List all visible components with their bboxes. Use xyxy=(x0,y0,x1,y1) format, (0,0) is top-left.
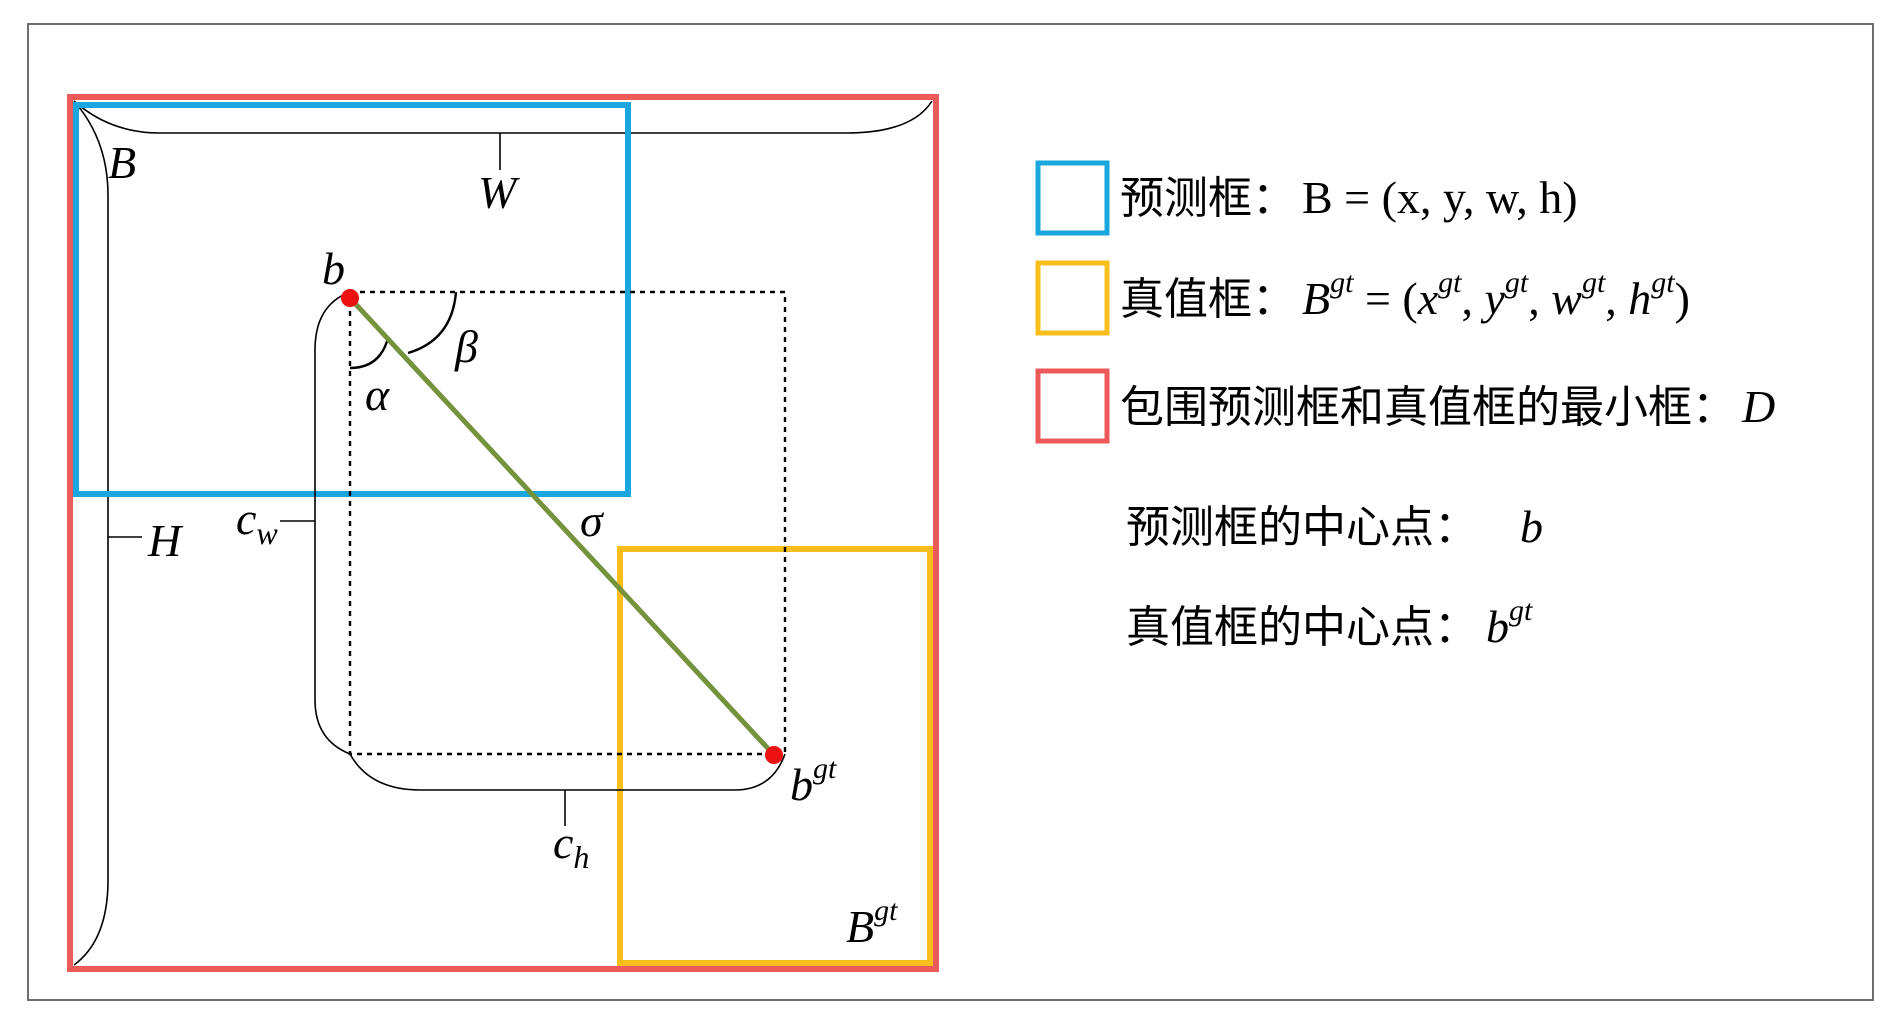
ground-truth-box-bgt xyxy=(617,546,933,966)
legend-predicted-text: 预测框：B = (x, y, w, h) xyxy=(1120,172,1578,224)
height-brace-h xyxy=(73,100,109,966)
cw-brace xyxy=(314,291,351,755)
width-brace-w xyxy=(73,100,933,134)
center-distance-line-sigma xyxy=(348,296,776,757)
ch-brace xyxy=(349,753,786,791)
enclosing-box-d xyxy=(67,94,939,972)
label-ch: ch xyxy=(553,817,589,875)
label-height: H xyxy=(147,515,184,566)
label-bgt-box: Bgt xyxy=(846,894,898,952)
label-cw: cw xyxy=(236,493,278,551)
figure-frame xyxy=(27,23,1874,1001)
legend-swatch-enclosing xyxy=(1035,368,1110,444)
predicted-center-point xyxy=(341,289,359,307)
legend-enclosing-text: 包围预测框和真值框的最小框：D xyxy=(1120,381,1775,433)
center-offset-rect xyxy=(348,290,787,756)
label-width: W xyxy=(478,167,520,218)
legend-predicted-center-text: 预测框的中心点：b xyxy=(1126,501,1543,553)
legend-swatch-predicted xyxy=(1035,160,1110,236)
alpha-arc xyxy=(349,337,390,370)
ground-truth-center-point xyxy=(765,746,783,764)
predicted-box-b xyxy=(73,102,631,497)
legend-ground-truth-center-text: 真值框的中心点：bgt xyxy=(1126,594,1533,653)
label-bgt-center: bgt xyxy=(790,752,837,810)
label-beta: β xyxy=(454,321,478,372)
label-b-box: B xyxy=(108,137,136,188)
label-b-center: b xyxy=(322,243,345,294)
beta-arc xyxy=(407,291,458,355)
label-alpha: α xyxy=(365,369,390,420)
label-sigma: σ xyxy=(580,495,605,546)
legend-swatch-ground-truth xyxy=(1035,260,1110,336)
legend-ground-truth-text: 真值框：Bgt = (xgt, ygt, wgt, hgt) xyxy=(1120,266,1690,325)
